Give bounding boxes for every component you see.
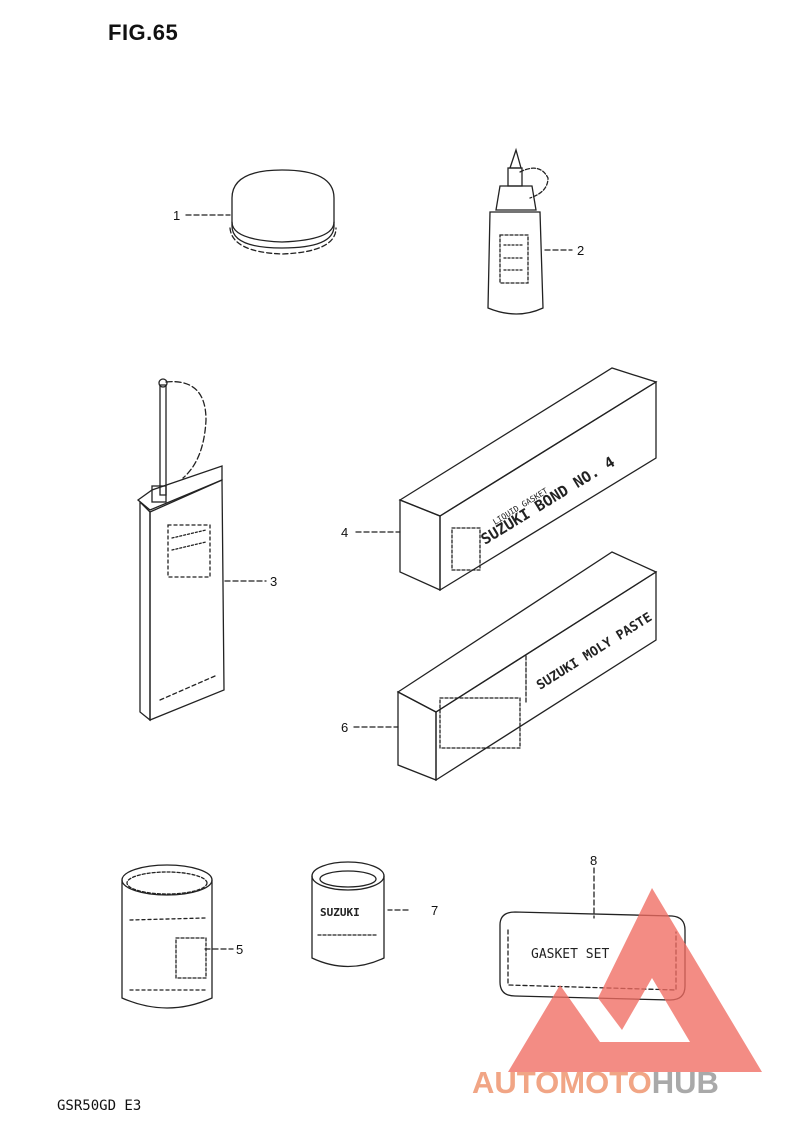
small-can-text: SUZUKI	[320, 906, 360, 919]
watermark-text-hub: HUB	[652, 1065, 719, 1100]
small-can-illustration	[311, 861, 385, 968]
callout-5: 5	[236, 942, 243, 957]
figure-title: FIG.65	[108, 20, 179, 45]
model-code: GSR50GD E3	[57, 1098, 142, 1114]
moly-paste-box-illustration	[396, 551, 658, 782]
leader-lines	[185, 214, 595, 950]
bond-box-text: SUZUKI BOND NO. 4	[478, 453, 618, 549]
oil-bottle-illustration	[487, 147, 549, 315]
callout-4: 4	[341, 525, 348, 540]
callout-8: 8	[590, 853, 597, 868]
grease-cap-illustration	[229, 169, 337, 255]
callout-3: 3	[270, 574, 277, 589]
automotohub-watermark: AUTOMOTOHUB	[472, 888, 762, 1100]
svg-text:AUTOMOTOHUB: AUTOMOTOHUB	[472, 1065, 719, 1100]
gasket-label-text: GASKET SET	[531, 947, 609, 962]
callout-7: 7	[431, 903, 438, 918]
callout-1: 1	[173, 208, 180, 223]
watermark-text-automoto: AUTOMOTO	[472, 1065, 652, 1100]
packaging-text: LIQUID GASKET SUZUKI BOND NO. 4 SUZUKI M…	[320, 453, 655, 962]
callout-6: 6	[341, 720, 348, 735]
watermark-triangle-logo	[508, 888, 762, 1072]
bond-box-illustration	[398, 367, 658, 592]
oil-can-illustration	[136, 378, 225, 722]
callout-numbers: 1 2 3 4 5 6 7 8	[173, 208, 597, 957]
callout-2: 2	[577, 243, 584, 258]
tall-tin-illustration	[121, 864, 213, 1009]
